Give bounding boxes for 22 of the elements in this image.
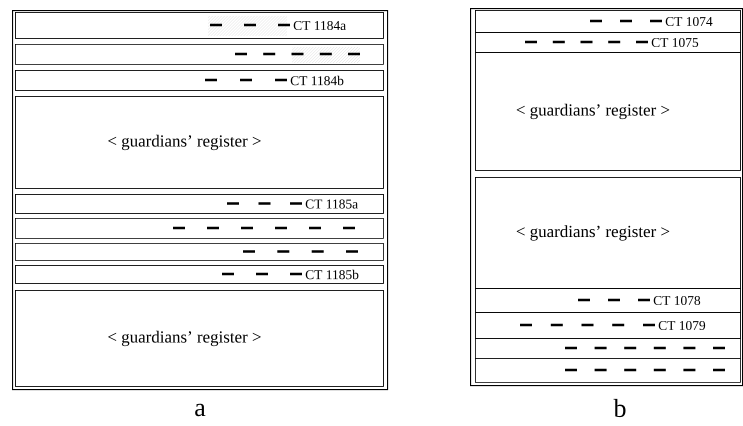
register-band: < guardians’ register > xyxy=(475,177,741,289)
text-band xyxy=(15,44,384,65)
page-frame xyxy=(470,8,743,386)
text-band: CT 1185b xyxy=(15,265,384,284)
text-band: CT 1185a xyxy=(15,194,384,214)
register-band: < guardians’ register > xyxy=(15,96,384,189)
text-band xyxy=(475,358,741,383)
text-band: CT 1075 xyxy=(475,32,741,53)
text-band xyxy=(15,243,384,261)
text-band: CT 1079 xyxy=(475,312,741,339)
text-band xyxy=(15,12,384,39)
text-band xyxy=(475,338,741,359)
panel-letter: b xyxy=(614,398,626,418)
text-band: CT 1078 xyxy=(475,288,741,313)
page-frame xyxy=(12,10,388,390)
text-band xyxy=(15,218,384,239)
text-band: CT 1074 xyxy=(475,10,741,33)
text-band: CT 1184b xyxy=(15,70,384,91)
register-band: < guardians’ register > xyxy=(15,290,384,387)
text-band xyxy=(234,52,362,56)
register-band: < guardians’ register > xyxy=(475,52,741,171)
text-band: CT 1184a xyxy=(208,20,346,30)
